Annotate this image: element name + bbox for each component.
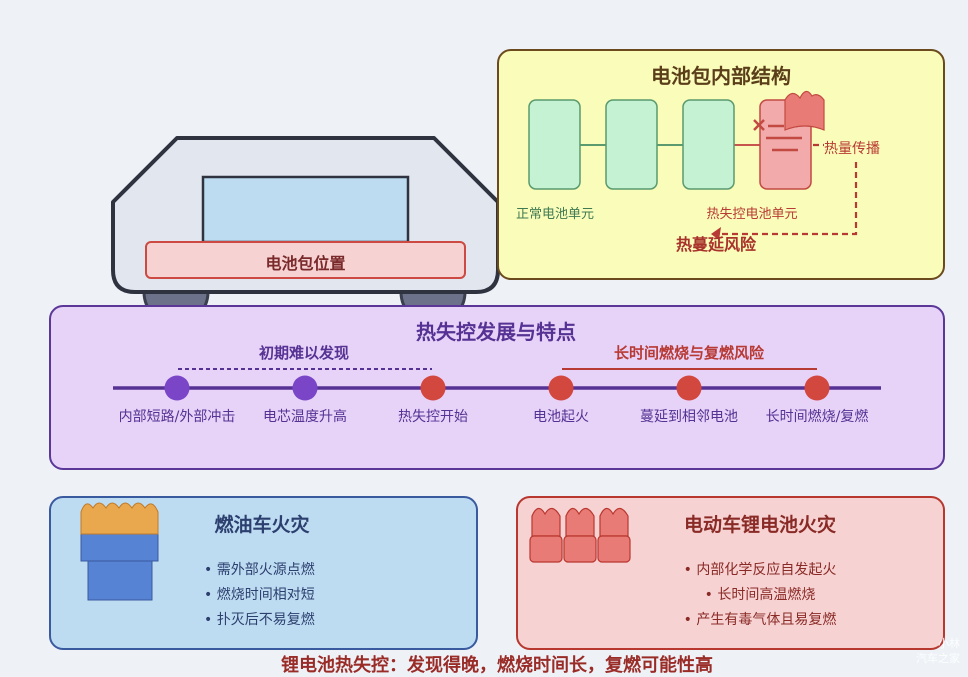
- fuel-fire-bullets: • 需外部火源点燃 • 燃烧时间相对短 • 扑灭后不易复燃: [204, 559, 315, 634]
- timeline-event-label: 长时间燃烧/复燃: [765, 409, 869, 425]
- pack-structure-title: 电池包内部结构: [651, 64, 791, 88]
- timeline-node: [164, 375, 190, 401]
- timeline-node: [292, 375, 318, 401]
- burning-cell: [529, 535, 563, 563]
- normal-cell-3: [682, 99, 735, 190]
- fuel-bullet: • 燃烧时间相对短: [204, 587, 315, 603]
- ev-bullet: • 内部化学反应自发起火: [683, 562, 837, 578]
- ev-bullet: • 产生有毒气体且易复燃: [683, 612, 837, 628]
- heat-transfer-label: 热量传播: [824, 138, 880, 158]
- ev-fire-bullets: • 内部化学反应自发起火 • 长时间高温燃烧 • 产生有毒气体且易复燃: [684, 559, 837, 634]
- timeline-event-label: 热失控开始: [398, 409, 468, 425]
- fuel-fire-title: 燃油车火灾: [214, 514, 310, 536]
- timeline-node: [676, 375, 702, 401]
- ev-fire-title: 电动车锂电池火灾: [683, 514, 837, 536]
- fire-icon: [784, 90, 825, 131]
- timeline-node: [548, 375, 574, 401]
- runaway-cell-label: 热失控电池单元: [706, 207, 798, 222]
- watermark-line1: 小林: [938, 637, 960, 650]
- burning-cell: [563, 535, 597, 563]
- timeline-event-label: 电芯温度升高: [263, 409, 347, 425]
- normal-cell-2: [605, 99, 658, 190]
- arrow-head-icon: [711, 227, 721, 240]
- burning-cell: [597, 535, 631, 563]
- fuel-bullet: • 扑灭后不易复燃: [204, 612, 315, 628]
- timeline-event-label: 蔓延到相邻电池: [640, 409, 738, 425]
- watermark-line2: 汽车之家: [916, 652, 960, 665]
- fire-icon: [531, 507, 561, 537]
- phase-early-label: 初期难以发现: [258, 344, 350, 362]
- timeline-event-label: 电池起火: [533, 409, 589, 425]
- timeline-title: 热失控发展与特点: [416, 320, 576, 344]
- normal-cell-1: [528, 99, 581, 190]
- battery-position-bar: 电池包位置: [145, 241, 466, 279]
- timeline-node: [420, 375, 446, 401]
- timeline-event-label: 内部短路/外部冲击: [118, 409, 236, 425]
- cross-icon: [753, 119, 765, 131]
- fire-icon: [599, 507, 629, 537]
- battery-position-label: 电池包位置: [265, 254, 346, 273]
- normal-cell-label: 正常电池单元: [515, 207, 595, 222]
- fire-icon: [565, 507, 595, 537]
- summary-text: 锂电池热失控：发现得晚，燃烧时间长，复燃可能性高: [281, 655, 713, 676]
- fuel-bullet: • 需外部火源点燃: [204, 562, 315, 578]
- phase-late-label: 长时间燃烧与复燃风险: [613, 344, 765, 362]
- ev-bullet: • 长时间高温燃烧: [704, 587, 816, 603]
- propagation-risk-label: 热蔓延风险: [676, 235, 757, 254]
- timeline-node: [804, 375, 830, 401]
- watermark: 小林 汽车之家: [916, 636, 960, 666]
